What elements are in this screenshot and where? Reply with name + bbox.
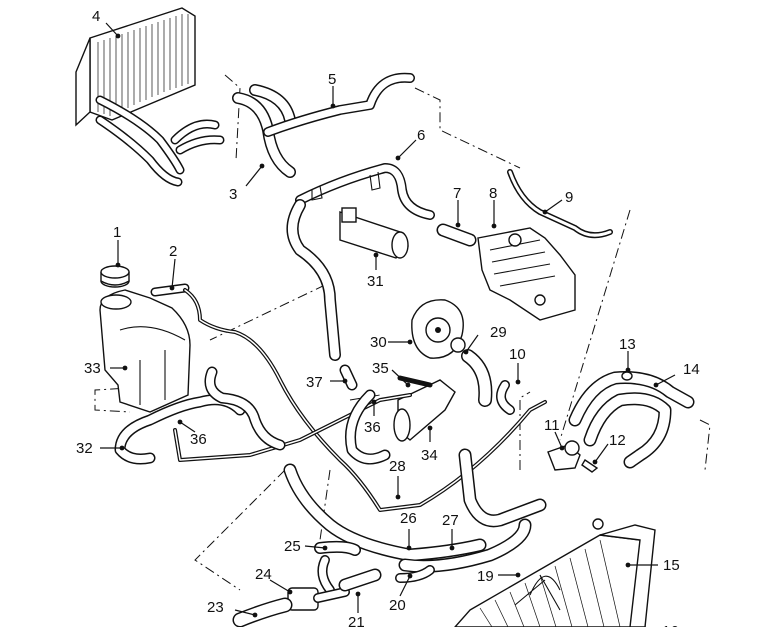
hose-36-right: [345, 389, 391, 465]
callout-29: 29: [490, 324, 507, 341]
callout-21: 21: [348, 614, 365, 627]
callout-9: 9: [565, 189, 573, 206]
hose-21: [338, 568, 382, 592]
callout-36-left: 36: [190, 431, 207, 448]
bolt-12: [581, 459, 599, 473]
callout-6: 6: [417, 127, 425, 144]
pipe-6: [286, 163, 435, 361]
hose-26: [283, 463, 487, 562]
callout-13: 13: [619, 336, 636, 353]
hose-37: [339, 364, 358, 391]
callout-4: 4: [92, 8, 100, 25]
hose-10: [496, 380, 515, 415]
thermostat-housing-31: [339, 207, 409, 259]
callout-33: 33: [84, 360, 101, 377]
pipe-9: [507, 169, 613, 239]
hose-29: [461, 349, 493, 407]
heater-pipes: [95, 95, 225, 187]
hose-14: [568, 371, 695, 469]
callout-19: 19: [477, 568, 494, 585]
callout-31: 31: [367, 273, 384, 290]
callout-15: 15: [663, 557, 680, 574]
callout-8: 8: [489, 185, 497, 202]
callout-23: 23: [207, 599, 224, 616]
hose-32: [114, 394, 246, 465]
callout-labels: 1 2 3 4 5 6 7 8 9 10 11 12 13 14 15 19 2…: [76, 8, 700, 627]
outlet-11: [547, 440, 581, 471]
callout-36-right: 36: [364, 419, 381, 436]
callout-12: 12: [609, 432, 626, 449]
radiator-15: [454, 518, 656, 627]
callout-34: 34: [421, 447, 438, 464]
callout-2: 2: [169, 243, 177, 260]
callout-1: 1: [113, 224, 121, 241]
callout-3: 3: [229, 186, 237, 203]
expansion-tank-33: [99, 289, 191, 413]
callout-11: 11: [544, 417, 560, 434]
callout-37: 37: [306, 374, 323, 391]
callout-26: 26: [400, 510, 417, 527]
hose-20: [395, 565, 435, 583]
hose-27: [398, 448, 547, 573]
callout-16: 16: [662, 623, 679, 627]
callout-14: 14: [683, 361, 700, 378]
pipe-5: [263, 72, 415, 137]
callout-10: 10: [509, 346, 526, 363]
water-pump-30: [411, 299, 466, 359]
valve-24: [287, 587, 350, 611]
callout-7: 7: [453, 185, 461, 202]
callout-5: 5: [328, 71, 336, 88]
callout-25: 25: [284, 538, 301, 555]
callout-35: 35: [372, 360, 389, 377]
housing-8: [477, 227, 576, 321]
filler-cap-1: [100, 265, 130, 288]
callout-27: 27: [442, 512, 459, 529]
bypass-housing-34: [393, 375, 456, 442]
hose-23: [232, 597, 293, 627]
leader-lines: [100, 22, 676, 618]
hose-2: [150, 283, 190, 297]
hose-7: [436, 223, 477, 247]
heater-core: [75, 7, 196, 127]
callout-20: 20: [389, 597, 406, 614]
hose-36-left: [204, 366, 286, 451]
callout-24: 24: [255, 566, 272, 583]
callout-30: 30: [370, 334, 387, 351]
callout-28: 28: [389, 458, 406, 475]
callout-32: 32: [76, 440, 93, 457]
radiator-fins: [479, 539, 621, 627]
